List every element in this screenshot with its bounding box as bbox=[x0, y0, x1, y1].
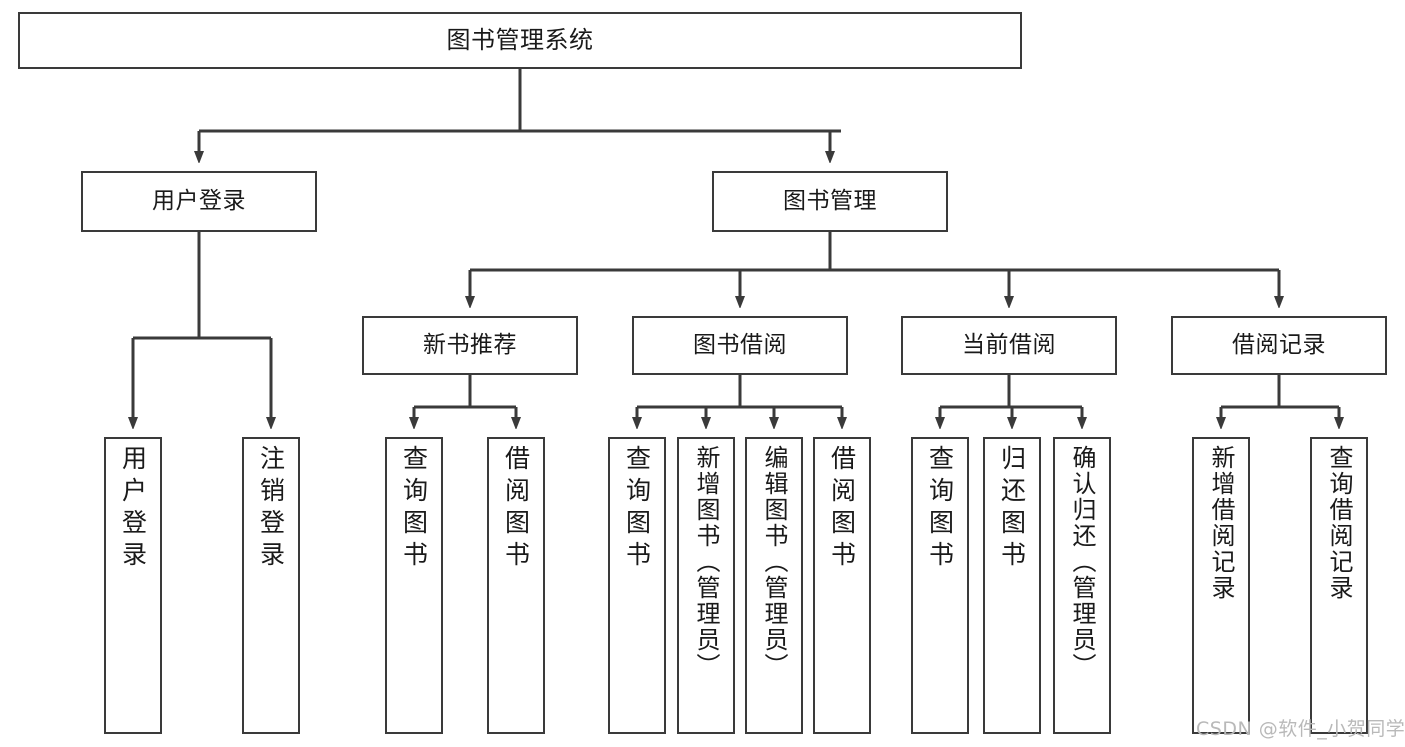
leaf-query-borrow-record[interactable]: 查询借阅记录 bbox=[1310, 437, 1368, 734]
node-book-borrow[interactable]: 图书借阅 bbox=[632, 316, 848, 375]
leaf-return-book[interactable]: 归还图书 bbox=[983, 437, 1041, 734]
leaf-user-logout[interactable]: 注销登录 bbox=[242, 437, 300, 734]
node-new-book-recommend[interactable]: 新书推荐 bbox=[362, 316, 578, 375]
leaf-add-borrow-record-label: 新增借阅记录 bbox=[1207, 445, 1235, 601]
leaf-query-borrow-record-label: 查询借阅记录 bbox=[1325, 445, 1353, 601]
leaf-query-book-3[interactable]: 查询图书 bbox=[911, 437, 969, 734]
leaf-add-book[interactable]: 新增图书（管理员） bbox=[677, 437, 735, 734]
leaf-borrow-book-1[interactable]: 借阅图书 bbox=[487, 437, 545, 734]
node-new-book-recommend-label: 新书推荐 bbox=[423, 331, 517, 358]
node-root-label: 图书管理系统 bbox=[446, 26, 594, 55]
leaf-add-borrow-record[interactable]: 新增借阅记录 bbox=[1192, 437, 1250, 734]
node-book-borrow-label: 图书借阅 bbox=[693, 331, 787, 358]
node-borrow-record[interactable]: 借阅记录 bbox=[1171, 316, 1387, 375]
leaf-confirm-return[interactable]: 确认归还（管理员） bbox=[1053, 437, 1111, 734]
node-root[interactable]: 图书管理系统 bbox=[18, 12, 1022, 69]
leaf-query-book-1[interactable]: 查询图书 bbox=[385, 437, 443, 734]
node-borrow-record-label: 借阅记录 bbox=[1232, 331, 1326, 358]
leaf-borrow-book-2-label: 借阅图书 bbox=[827, 445, 857, 573]
leaf-user-logout-label: 注销登录 bbox=[256, 445, 286, 573]
leaf-user-login-label: 用户登录 bbox=[118, 445, 148, 573]
leaf-edit-book-label: 编辑图书（管理员） bbox=[760, 445, 788, 679]
node-book-manage[interactable]: 图书管理 bbox=[712, 171, 948, 232]
leaf-confirm-return-label: 确认归还（管理员） bbox=[1068, 445, 1096, 679]
leaf-borrow-book-2[interactable]: 借阅图书 bbox=[813, 437, 871, 734]
leaf-return-book-label: 归还图书 bbox=[997, 445, 1027, 573]
node-user-login[interactable]: 用户登录 bbox=[81, 171, 317, 232]
node-current-borrow-label: 当前借阅 bbox=[962, 331, 1056, 358]
leaf-borrow-book-1-label: 借阅图书 bbox=[501, 445, 531, 573]
leaf-edit-book[interactable]: 编辑图书（管理员） bbox=[745, 437, 803, 734]
leaf-query-book-1-label: 查询图书 bbox=[399, 445, 429, 573]
node-current-borrow[interactable]: 当前借阅 bbox=[901, 316, 1117, 375]
leaf-user-login[interactable]: 用户登录 bbox=[104, 437, 162, 734]
leaf-add-book-label: 新增图书（管理员） bbox=[692, 445, 720, 679]
csdn-watermark: CSDN @软件_小贺同学 bbox=[1196, 718, 1405, 740]
leaf-query-book-2-label: 查询图书 bbox=[622, 445, 652, 573]
leaf-query-book-3-label: 查询图书 bbox=[925, 445, 955, 573]
leaf-query-book-2[interactable]: 查询图书 bbox=[608, 437, 666, 734]
node-user-login-label: 用户登录 bbox=[152, 187, 246, 214]
node-book-manage-label: 图书管理 bbox=[783, 187, 877, 214]
